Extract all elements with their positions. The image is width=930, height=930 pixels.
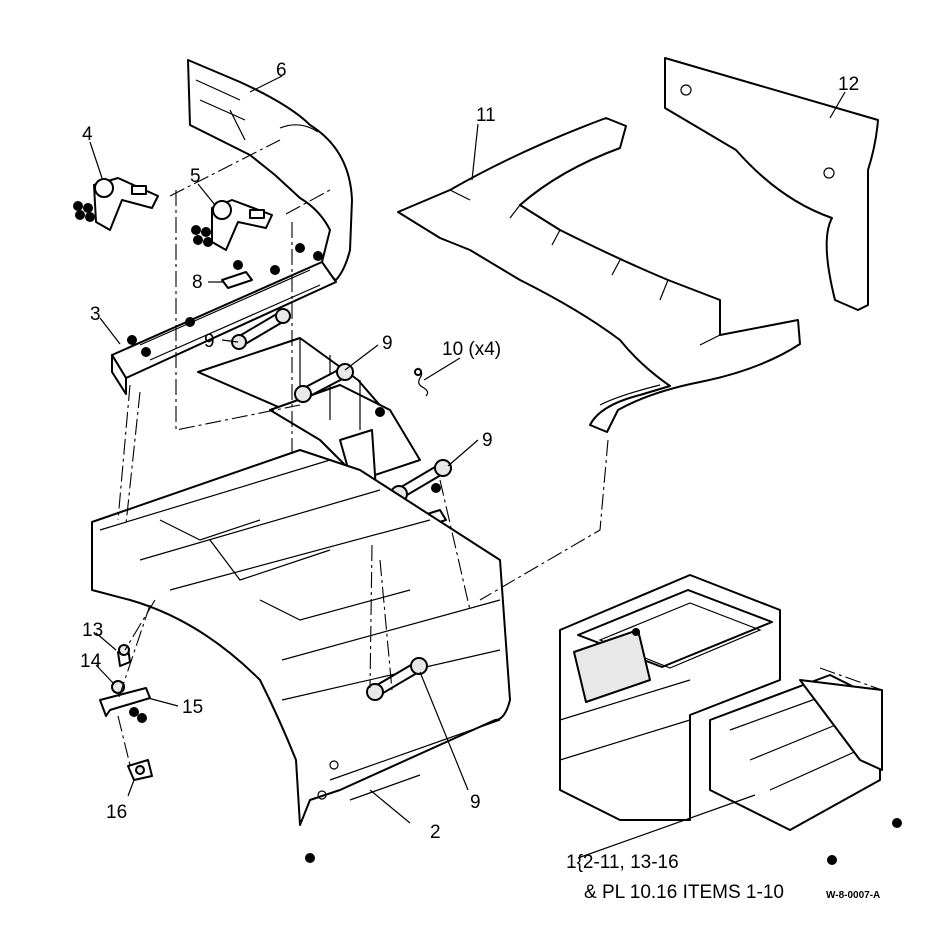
callout-4: 4 bbox=[82, 124, 93, 145]
screw bbox=[73, 201, 83, 211]
screw bbox=[203, 237, 213, 247]
part-16-sensor bbox=[127, 759, 153, 781]
screw bbox=[75, 210, 85, 220]
screw bbox=[191, 225, 201, 235]
callout-9-right: 9 bbox=[482, 430, 493, 451]
callout-2: 2 bbox=[430, 822, 441, 843]
assembly-lines bbox=[117, 139, 883, 766]
callout-10: 10 (x4) bbox=[442, 339, 501, 360]
part-9-roller-bottom bbox=[366, 657, 428, 701]
part-15-bracket bbox=[99, 687, 151, 723]
part-2-lower-frame bbox=[91, 449, 511, 826]
part-13-screw bbox=[117, 644, 131, 667]
part-9-roller-mid bbox=[294, 363, 354, 403]
callout-6: 6 bbox=[276, 60, 287, 81]
callout-9-bottom: 9 bbox=[470, 792, 481, 813]
part-10-spring bbox=[414, 367, 429, 397]
assembly-note-line1: 1{2-11, 13-16 bbox=[566, 852, 679, 873]
assembly-note-line2: & PL 10.16 ITEMS 1-10 bbox=[584, 882, 784, 903]
callout-9-upper: 9 bbox=[204, 331, 215, 352]
callout-12: 12 bbox=[838, 74, 859, 95]
part-6-rear-cover bbox=[187, 59, 353, 281]
screw bbox=[201, 227, 211, 237]
figure-id: W-8-0007-A bbox=[826, 890, 880, 901]
part-12-panel bbox=[664, 57, 879, 311]
part-8-clip bbox=[221, 260, 253, 289]
callout-14: 14 bbox=[80, 651, 102, 672]
callout-5: 5 bbox=[190, 166, 201, 187]
screw bbox=[83, 203, 93, 213]
part-5-bracket bbox=[211, 199, 273, 251]
part-11-upper-cover bbox=[397, 117, 801, 433]
callout-13: 13 bbox=[82, 620, 103, 641]
part-9-roller-upper bbox=[231, 308, 291, 350]
machine-inset bbox=[559, 574, 902, 865]
callout-9-mid: 9 bbox=[382, 333, 393, 354]
leader-lines bbox=[89, 75, 846, 859]
callout-3: 3 bbox=[90, 304, 101, 325]
callout-11: 11 bbox=[476, 105, 496, 126]
part-4-bracket bbox=[93, 177, 159, 231]
part-3-roller-frame bbox=[111, 243, 337, 395]
screw bbox=[85, 212, 95, 222]
callout-8: 8 bbox=[192, 272, 203, 293]
screw bbox=[193, 235, 203, 245]
callout-16: 16 bbox=[106, 802, 127, 823]
screw bbox=[305, 853, 315, 863]
callout-15: 15 bbox=[182, 697, 203, 718]
